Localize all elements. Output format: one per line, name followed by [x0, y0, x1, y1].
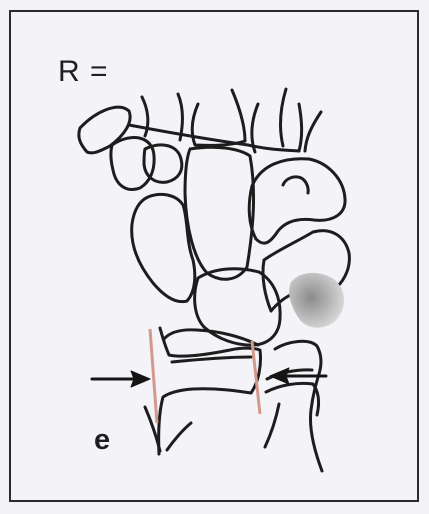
metacarpal-7-outline — [281, 89, 286, 146]
ulna-outline — [275, 341, 322, 471]
right-arrow-head — [270, 368, 289, 384]
metacarpal-1-outline — [79, 107, 130, 153]
radius-base-line — [167, 423, 191, 450]
pisiform-shaded-shape — [289, 273, 344, 328]
metacarpal-5-outline — [232, 90, 245, 141]
left-red-line — [150, 329, 157, 423]
scaphoid-outline — [132, 194, 195, 301]
metacarpal-8-outline — [299, 104, 302, 151]
metacarpal-2-outline — [142, 97, 148, 136]
capitate-outline — [185, 147, 254, 279]
joint-space-markers — [150, 329, 260, 423]
pisiform-highlight-group — [289, 273, 344, 328]
trapezoid-outline — [144, 145, 182, 182]
left-arrow-head — [131, 371, 150, 387]
diagram-label-r: R = — [58, 57, 109, 87]
diagram-label-e: e — [94, 426, 110, 455]
radius-inner-line — [172, 357, 251, 362]
pisiform-inner-line — [283, 177, 308, 193]
radius-outline — [159, 328, 261, 454]
radius-upper-articular-line — [164, 330, 258, 345]
ulna-lower-line — [265, 404, 279, 447]
metacarpal-9-outline — [305, 112, 321, 151]
trapezium-outline — [111, 137, 154, 189]
lunate-outline — [195, 269, 280, 345]
